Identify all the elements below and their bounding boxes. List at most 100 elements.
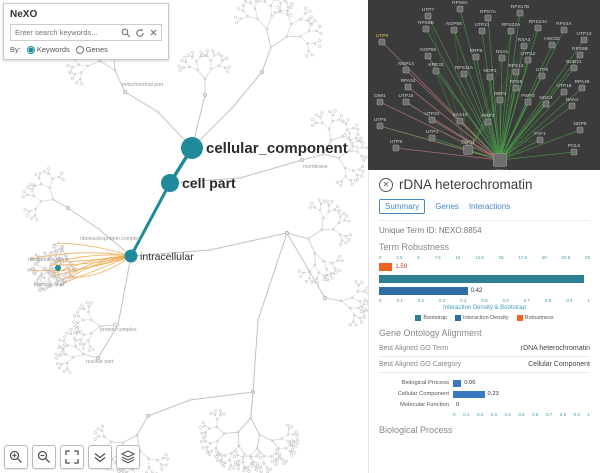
- network-node-utp5[interactable]: [376, 122, 384, 130]
- zoom-in-icon[interactable]: [4, 445, 28, 469]
- network-node-utp18[interactable]: [560, 88, 568, 96]
- network-node-rps9b[interactable]: [576, 51, 584, 59]
- tree-term-label: ribosomal subunit: [28, 257, 69, 263]
- network-node-utp4[interactable]: [428, 134, 436, 142]
- network-node-rps11a[interactable]: [460, 70, 468, 78]
- tree-node-label[interactable]: cell part: [182, 175, 236, 191]
- network-node-label: PWP2: [521, 93, 535, 99]
- search-icon[interactable]: [119, 28, 133, 38]
- network-node-rps5[interactable]: [512, 84, 520, 92]
- tree-term-label: nuclear part: [86, 359, 114, 365]
- network-node-label: UTP9: [376, 33, 389, 39]
- network-node-nan1[interactable]: [568, 102, 576, 110]
- network-node-nop58[interactable]: [424, 52, 432, 60]
- network-node-utp10[interactable]: [493, 153, 507, 167]
- network-node-label: NSA1: [496, 49, 509, 55]
- tree-node-intracellular[interactable]: [124, 249, 138, 263]
- network-node-rrp3[interactable]: [484, 118, 492, 126]
- network-node-utp13[interactable]: [580, 36, 588, 44]
- network-node-rsa3[interactable]: [520, 42, 528, 50]
- axis-tick: 17.5: [518, 255, 528, 260]
- network-node-rps7a[interactable]: [484, 14, 492, 22]
- network-node-label: NOP56: [446, 21, 462, 27]
- network-node-utp15[interactable]: [402, 98, 410, 106]
- network-node-label: FAF1: [534, 131, 546, 137]
- network-node-rps8a[interactable]: [456, 5, 464, 13]
- network-node-label: RPS24A: [529, 19, 548, 25]
- network-node-rps6b[interactable]: [422, 25, 430, 33]
- bar-value-label: 0.42: [470, 288, 483, 294]
- keywords-radio[interactable]: [26, 45, 35, 54]
- axis-tick: 0.6: [502, 298, 509, 303]
- network-node-label: RPS13: [508, 63, 524, 69]
- network-node-utp6[interactable]: [538, 72, 546, 80]
- tree-node-cluster-hub[interactable]: [55, 265, 61, 271]
- legend-label: Interaction Density: [462, 315, 509, 321]
- network-node-emg1[interactable]: [463, 145, 473, 155]
- mode-genes[interactable]: Genes: [75, 45, 108, 54]
- network-node-dbp4[interactable]: [496, 96, 504, 104]
- network-node-utp22[interactable]: [428, 116, 436, 124]
- tree-node-cell-part[interactable]: [161, 174, 179, 192]
- network-node-pol5[interactable]: [570, 148, 578, 156]
- search-input[interactable]: [11, 25, 119, 40]
- network-node-label: UTP13: [577, 31, 592, 37]
- network-node-label: NOP58: [420, 47, 436, 53]
- network-node-utp12[interactable]: [524, 56, 532, 64]
- network-node-hsc82[interactable]: [548, 41, 556, 49]
- network-node-sas10[interactable]: [456, 117, 464, 125]
- network-node-rpa49[interactable]: [578, 84, 586, 92]
- network-node-utp9[interactable]: [378, 38, 386, 46]
- network-node-label: RPS17B: [511, 4, 529, 10]
- network-node-nop14[interactable]: [402, 66, 410, 74]
- network-node-noc4[interactable]: [542, 100, 550, 108]
- go-row-key: Best Aligned GO Category: [379, 361, 462, 368]
- clear-icon[interactable]: [147, 28, 160, 37]
- network-node-nop1[interactable]: [486, 73, 494, 81]
- tab-genes[interactable]: Genes: [435, 202, 459, 211]
- chevrons-down-icon[interactable]: [88, 445, 112, 469]
- tree-node-label[interactable]: cellular_component: [206, 140, 348, 157]
- network-node-utp7[interactable]: [424, 12, 432, 20]
- network-node-utp8[interactable]: [392, 144, 400, 152]
- fit-screen-icon[interactable]: [60, 445, 84, 469]
- network-node-label: RPS6B: [418, 20, 434, 26]
- network-node-rrp5[interactable]: [472, 53, 480, 61]
- network-node-label: UTP10: [493, 169, 508, 171]
- network-node-rps22a[interactable]: [507, 27, 515, 35]
- search-box: [10, 24, 162, 41]
- tab-summary[interactable]: Summary: [379, 199, 426, 214]
- reset-icon[interactable]: [133, 28, 147, 38]
- network-node-rps17b[interactable]: [516, 9, 524, 17]
- close-icon[interactable]: ✕: [379, 177, 393, 192]
- axis-tick: 12.5: [475, 255, 484, 260]
- network-node-nop6[interactable]: [576, 126, 584, 134]
- axis-tick: 25: [584, 255, 590, 260]
- network-node-kre33[interactable]: [432, 67, 440, 75]
- tree-node-label[interactable]: intracellular: [140, 251, 194, 263]
- network-node-pwp2[interactable]: [524, 98, 532, 106]
- network-node-rps24a[interactable]: [534, 24, 542, 32]
- network-node-utp21[interactable]: [478, 27, 486, 35]
- tab-interactions[interactable]: Interactions: [468, 202, 511, 211]
- genes-radio[interactable]: [75, 45, 84, 54]
- zoom-out-icon[interactable]: [32, 445, 56, 469]
- network-node-nop56[interactable]: [450, 26, 458, 34]
- network-node-faf1[interactable]: [536, 136, 544, 144]
- network-node-nsa1[interactable]: [498, 54, 506, 62]
- network-node-rpa34[interactable]: [404, 83, 412, 91]
- network-node-rps4a[interactable]: [560, 26, 568, 34]
- mode-keywords[interactable]: Keywords: [26, 45, 70, 54]
- layers-icon[interactable]: [116, 445, 140, 469]
- network-node-bud21[interactable]: [570, 64, 578, 72]
- network-node-label: RPS22A: [502, 22, 521, 28]
- tree-node-cellular-component[interactable]: [181, 137, 203, 159]
- network-node-dim1[interactable]: [376, 98, 384, 106]
- network-node-rps13[interactable]: [512, 68, 520, 76]
